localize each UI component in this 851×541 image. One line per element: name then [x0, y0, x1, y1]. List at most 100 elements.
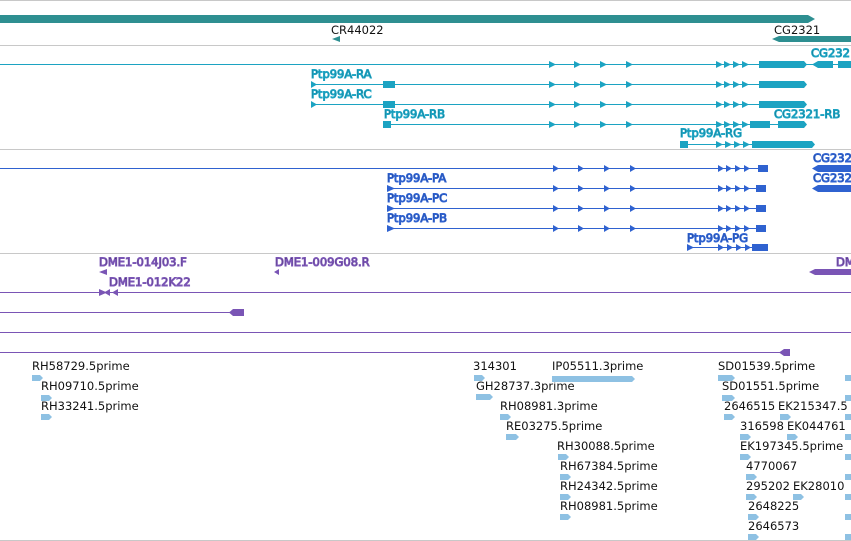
est-label: SD01551.5prime [722, 379, 819, 393]
protein-label-cg232-a: CG232 [813, 151, 851, 165]
mrna-ptp99a-ra[interactable] [311, 81, 807, 88]
est-feature-clipped[interactable] [845, 414, 851, 420]
gene-feature-left[interactable] [0, 15, 815, 23]
est-label: RH33241.5prime [41, 399, 139, 413]
est-feature[interactable] [560, 474, 571, 480]
est-feature[interactable] [724, 414, 735, 420]
dna-label-dm: DM [836, 255, 851, 269]
est-feature-clipped[interactable] [845, 494, 851, 500]
dna-marker-j03[interactable] [99, 269, 107, 275]
mrna-track: CG232 Ptp99A-RA Ptp99A-RC Ptp99A-RB [0, 46, 851, 148]
est-feature[interactable] [560, 514, 571, 520]
protein-label-pb: Ptp99A-PB [387, 211, 447, 225]
protein-label-pc: Ptp99A-PC [387, 191, 447, 205]
est-feature[interactable] [552, 376, 635, 382]
est-labels: RH58729.5primeRH09710.5primeRH33241.5pri… [32, 359, 848, 533]
protein-label-pg: Ptp99A-PG [687, 231, 748, 245]
est-label: SD01539.5prime [718, 359, 815, 373]
est-feature[interactable] [740, 434, 751, 440]
est-feature[interactable] [780, 414, 791, 420]
protein-exon-markers [553, 165, 751, 251]
est-label: EK215347.5 [778, 399, 848, 413]
est-feature[interactable] [746, 494, 757, 500]
est-feature[interactable] [41, 414, 52, 420]
mrna-label-ra: Ptp99A-RA [311, 67, 372, 81]
dna-feature-4[interactable] [0, 349, 790, 356]
mrna-ptp99a-main[interactable] [0, 61, 851, 68]
dna-marker-dm[interactable] [809, 269, 851, 275]
est-label: RH08981.5prime [560, 499, 658, 513]
est-feature[interactable] [32, 375, 43, 381]
gene-label-cg2321: CG2321 [774, 23, 820, 37]
est-feature[interactable] [500, 414, 511, 420]
est-feature[interactable] [722, 395, 735, 401]
est-label: RH30088.5prime [557, 439, 655, 453]
est-label: RH58729.5prime [32, 359, 130, 373]
est-label: EK197345.5prime [740, 439, 843, 453]
protein-ptp99a-pb[interactable] [387, 225, 766, 232]
est-feature-clipped[interactable] [845, 454, 851, 460]
est-label: IP05511.3prime [552, 359, 643, 373]
protein-label-cg232-b: CG232 [813, 171, 851, 185]
gene-feature-cg2321[interactable] [772, 36, 851, 42]
est-label: 316598 [740, 419, 784, 433]
est-label: RH08981.3prime [500, 399, 598, 413]
est-label: 314301 [473, 359, 517, 373]
est-feature[interactable] [740, 454, 751, 460]
est-label: EK28010 [793, 479, 844, 493]
est-label: GH28737.3prime [476, 379, 575, 393]
dna-label-j03: DME1-014J03.F [99, 255, 187, 269]
est-feature[interactable] [560, 494, 571, 500]
est-feature[interactable] [476, 394, 493, 400]
est-label: RH67384.5prime [560, 459, 658, 473]
dna-marker-g08[interactable] [274, 269, 279, 275]
gene-track: CR44022 CG2321 [0, 15, 851, 42]
est-feature[interactable] [558, 454, 569, 460]
protein-label-pa: Ptp99A-PA [387, 171, 446, 185]
est-feature-clipped[interactable] [845, 474, 851, 480]
est-feature[interactable] [746, 474, 757, 480]
est-feature-clipped[interactable] [845, 514, 851, 520]
est-feature-clipped[interactable] [845, 395, 851, 401]
est-label: RH09710.5prime [41, 379, 139, 393]
est-feature[interactable] [41, 395, 52, 401]
mrna-label-rc: Ptp99A-RC [311, 87, 372, 101]
protein-ptp99a-pa[interactable] [387, 185, 766, 192]
protein-ptp99a-pc[interactable] [387, 205, 766, 212]
est-feature-clipped[interactable] [845, 375, 851, 381]
mrna-label-rg: Ptp99A-RG [680, 126, 742, 140]
est-feature[interactable] [718, 375, 735, 381]
est-label: 295202 [746, 479, 790, 493]
est-feature[interactable] [793, 494, 804, 500]
protein-cg232-b[interactable] [812, 185, 851, 192]
dna-label-g08: DME1-009G08.R [275, 255, 370, 269]
est-feature-clipped[interactable] [845, 434, 851, 440]
est-label: RE03275.5prime [506, 419, 602, 433]
est-label: 2648225 [748, 499, 799, 513]
protein-track: CG232 CG232 Ptp99A-PA Ptp99A-PC Ptp99A-P… [0, 151, 851, 251]
mrna-exon-markers [311, 61, 750, 148]
dna-label-k22: DME1-012K22 [109, 275, 191, 289]
est-markers [32, 375, 851, 540]
est-label: 2646573 [748, 519, 799, 533]
dna-feature-k22[interactable] [0, 289, 851, 296]
est-feature[interactable] [787, 434, 798, 440]
est-label: EK044761 [787, 419, 846, 433]
mrna-label-cg2321-rb: CG2321-RB [774, 107, 840, 121]
gene-feature-cr44022[interactable] [332, 36, 340, 42]
est-label: RH24342.5prime [560, 479, 658, 493]
mrna-label-cg232: CG232 [811, 46, 850, 60]
gene-label-cr44022: CR44022 [331, 23, 384, 37]
est-feature[interactable] [748, 514, 759, 520]
dna-feature-2[interactable] [0, 309, 244, 316]
est-feature-clipped[interactable] [845, 534, 851, 540]
est-label: 4770067 [746, 459, 797, 473]
protein-main[interactable] [0, 165, 851, 172]
est-label: 2646515 [724, 399, 775, 413]
est-feature[interactable] [474, 375, 485, 381]
mrna-label-rb: Ptp99A-RB [384, 107, 445, 121]
est-feature[interactable] [748, 534, 759, 540]
est-feature[interactable] [506, 434, 519, 440]
